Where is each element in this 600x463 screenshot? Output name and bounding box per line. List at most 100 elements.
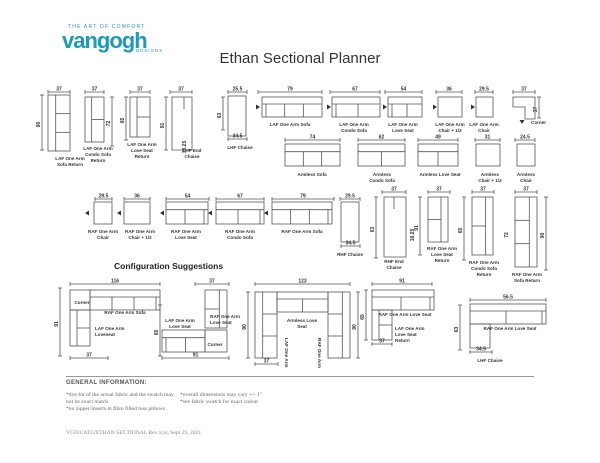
label-laf-loveseat-return: Return — [135, 154, 150, 159]
corner-piece — [512, 96, 536, 120]
arrow-icon — [471, 104, 475, 110]
sofa-piece — [387, 96, 423, 118]
info-heading: GENERAL INFORMATION: — [66, 380, 147, 386]
label-config1-side: LAF One Arm — [95, 326, 124, 331]
label-corner: Corner — [531, 120, 546, 125]
dimension-label: 63 — [217, 113, 223, 119]
dimension-label: 90 — [242, 324, 248, 330]
chaise-piece — [171, 96, 193, 151]
dimension-label: 65 — [360, 314, 366, 320]
label-lhf-end-chaise: Chaise — [184, 154, 200, 159]
sofa-piece — [47, 94, 71, 152]
label-raf-condo: RAF One Arm — [225, 229, 255, 234]
label-config4-side: LAF One Arm — [395, 326, 424, 331]
dimension-small: 18.25 — [410, 229, 416, 242]
dimension-label: 65 — [120, 118, 126, 124]
sofa-piece — [123, 201, 151, 225]
dimension-label: 37 — [533, 107, 539, 113]
sofa-piece — [475, 143, 501, 167]
chaise-piece — [340, 201, 360, 243]
dimension-label: 91 — [399, 279, 405, 285]
info-note-1: *dye-lot of the actual fabric and the sw… — [66, 392, 174, 398]
dimension-label: 29.5 — [479, 87, 489, 93]
label-config2-l: LAF One Arm — [165, 318, 194, 323]
label-raf-chair: RAF One Arm — [88, 229, 118, 234]
dimension-label: 56.5 — [503, 295, 513, 301]
info-divider — [66, 376, 534, 377]
arrow-icon — [383, 104, 387, 110]
arrow-icon — [519, 120, 525, 124]
dimension-label: 37 — [178, 87, 184, 93]
sofa-piece — [475, 96, 494, 118]
dimension-label: 24.5 — [520, 135, 530, 141]
label-raf-chair-half: RAF One Arm — [125, 229, 155, 234]
dimension-label: 37 — [92, 87, 98, 93]
sofa-piece — [161, 329, 206, 353]
label-armless-chair-half: Chair + 1/2 — [478, 178, 502, 183]
label-raf-chair: Chair — [97, 235, 109, 240]
chaise-piece — [469, 323, 491, 349]
label-raf-sofa-return: RAF One Arm — [512, 272, 542, 277]
dimension-label: 37 — [264, 359, 270, 365]
arrow-icon — [256, 104, 260, 110]
label-config1-side: Loveseat — [95, 332, 115, 337]
label-laf-condo: LAF One Arm — [339, 122, 368, 127]
label-rhf-end-chaise: Chaise — [386, 265, 402, 270]
dimension-label: 63 — [454, 327, 460, 333]
label-armless-chair: Chair — [520, 178, 532, 183]
dimension-label: 63 — [370, 227, 376, 233]
dimension-label: 29.5 — [345, 194, 355, 200]
sofa-piece — [469, 303, 547, 325]
dimension-label: 37 — [56, 87, 62, 93]
label-config2-r: Love Seat — [210, 320, 232, 325]
dimension-label: 91 — [54, 321, 60, 327]
arrow-icon — [433, 104, 437, 110]
chaise-piece — [227, 95, 247, 137]
label-config4-top: RAF One Arm Love Seat — [379, 312, 432, 317]
dimension-label: 37 — [523, 187, 529, 193]
sofa-piece — [437, 96, 463, 118]
info-note-2: not be exact match — [66, 399, 109, 405]
label-raf-loveseat-return: Love Seat — [431, 252, 453, 257]
info-note-4: *overall dimensions may vary +/- 1" — [180, 392, 263, 398]
info-note-5: *see fabric swatch for exact colour — [180, 399, 259, 405]
sofa-piece — [516, 143, 536, 167]
label-laf-chair: Chair — [478, 128, 490, 133]
info-note-3: *no zipper/inserts in fibre filled toss … — [66, 406, 165, 412]
dimension-label: 37 — [480, 187, 486, 193]
label-laf-chair: LAF One Arm — [469, 122, 498, 127]
page-title: Ethan Sectional Planner — [219, 50, 381, 67]
label-armless-condo: Condo Sofa — [369, 178, 395, 183]
label-config2-r: RAF One Arm — [210, 314, 240, 319]
dimension-label: 79 — [287, 87, 293, 93]
label-armless-chair: Armless — [517, 172, 536, 177]
arrow-icon — [208, 210, 212, 216]
sofa-piece — [93, 201, 113, 225]
label-raf-chair-half: Chair + 1/2 — [128, 235, 152, 240]
label-laf-condo-return: Condo Sofa — [85, 152, 111, 157]
sofa-piece — [165, 201, 209, 225]
corner-piece — [204, 329, 228, 353]
dimension-label: 49 — [435, 135, 441, 141]
label-raf-loveseat: Love Seat — [175, 235, 197, 240]
label-lhf-end-chaise: LHF End — [183, 148, 202, 153]
label-armless-condo: Armless — [373, 172, 392, 177]
label-raf-loveseat: RAF One Arm — [171, 229, 201, 234]
label-laf-sofa-return: LAF One Arm — [55, 156, 84, 161]
label-armless-chair-half: Armless — [481, 172, 500, 177]
dimension-label: 34.5 — [476, 347, 486, 353]
sofa-piece — [327, 291, 351, 359]
label-corner: Corner — [207, 342, 222, 347]
sofa-piece — [371, 289, 435, 311]
dimension-label: 34.5 — [233, 134, 243, 140]
label-laf-chair-half: LAF One Arm — [435, 122, 464, 127]
label-config3-center: Seat — [297, 324, 307, 329]
arrow-icon — [327, 104, 331, 110]
dimension-label: 34.5 — [346, 241, 356, 247]
label-config2-l: Love Seat — [169, 324, 191, 329]
dimension-label: 37 — [86, 353, 92, 359]
sofa-piece — [254, 291, 278, 359]
label-corner: Corner — [74, 300, 89, 305]
arrow-icon — [160, 210, 164, 216]
